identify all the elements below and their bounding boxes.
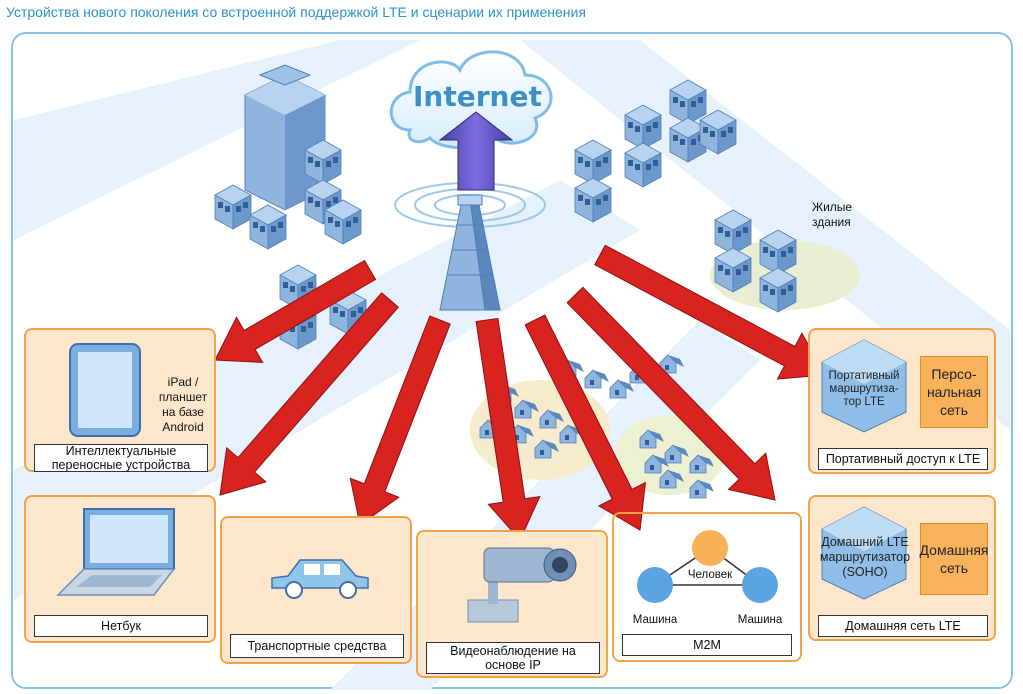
m2m-machine-node-left bbox=[637, 567, 673, 603]
card-netbook: Нетбук bbox=[24, 495, 216, 643]
m2m-diagram bbox=[637, 530, 778, 603]
home-router-label: Домашний LTE маршрутизатор (SOHO) bbox=[819, 535, 911, 579]
smart-devices-caption: Интеллектуальные переносные устройства bbox=[34, 444, 208, 472]
m2m-machine-right-label: Машина bbox=[737, 614, 783, 626]
personal-network-box: Персо- нальная сеть bbox=[920, 356, 988, 428]
portable-access-caption: Портативный доступ к LTE bbox=[818, 448, 988, 470]
home-network-box: Домашняя сеть bbox=[920, 523, 988, 595]
portable-router-label: Портативный маршрутиза- тор LTE bbox=[828, 370, 900, 408]
car-icon bbox=[271, 559, 369, 599]
card-portable-access: Портативный маршрутиза- тор LTE Персо- н… bbox=[808, 328, 996, 474]
netbook-caption: Нетбук bbox=[34, 615, 208, 637]
home-network-caption: Домашняя сеть LTE bbox=[818, 615, 988, 637]
arrow-to-video bbox=[475, 317, 541, 541]
vehicles-caption: Транспортные средства bbox=[230, 634, 404, 658]
card-m2m: M2M bbox=[612, 512, 802, 662]
uplink-arrow bbox=[438, 111, 514, 191]
card-smart-devices: iPad / планшет на базе Android Интеллект… bbox=[24, 328, 216, 472]
arrow-to-smart-devices bbox=[214, 259, 377, 363]
lte-tower bbox=[439, 194, 501, 311]
arrow-to-m2m bbox=[524, 314, 647, 531]
card-home-network: Домашний LTE маршрутизатор (SOHO) Домашн… bbox=[808, 495, 996, 641]
page-title: Устройства нового поколения со встроенно… bbox=[6, 4, 586, 20]
card-vehicles: Транспортные средства bbox=[220, 516, 412, 664]
arrow-to-vehicles bbox=[349, 315, 451, 526]
m2m-caption: M2M bbox=[622, 634, 792, 656]
netbook-icon bbox=[56, 508, 176, 596]
office-buildings-left bbox=[214, 64, 367, 350]
tablet-device-label: iPad / планшет на базе Android bbox=[158, 375, 208, 434]
internet-label: Internet bbox=[413, 80, 542, 113]
arrow-to-netbook bbox=[219, 292, 400, 496]
card-video-surveillance: Видеонаблюдение на основе IP bbox=[416, 530, 608, 678]
portable-router-icon bbox=[821, 339, 907, 433]
tablet-icon bbox=[69, 343, 141, 437]
camera-icon bbox=[467, 547, 577, 623]
arrow-to-home bbox=[566, 286, 776, 501]
m2m-person-label: Человек bbox=[687, 569, 733, 581]
m2m-machine-node-right bbox=[742, 567, 778, 603]
m2m-person-node bbox=[692, 530, 728, 566]
residential-label: Жилые здания bbox=[812, 200, 853, 229]
video-caption: Видеонаблюдение на основе IP bbox=[426, 642, 600, 674]
internet-cloud bbox=[389, 50, 553, 150]
arrow-group bbox=[214, 244, 826, 541]
home-router-icon bbox=[821, 506, 907, 600]
m2m-machine-left-label: Машина bbox=[632, 614, 678, 626]
